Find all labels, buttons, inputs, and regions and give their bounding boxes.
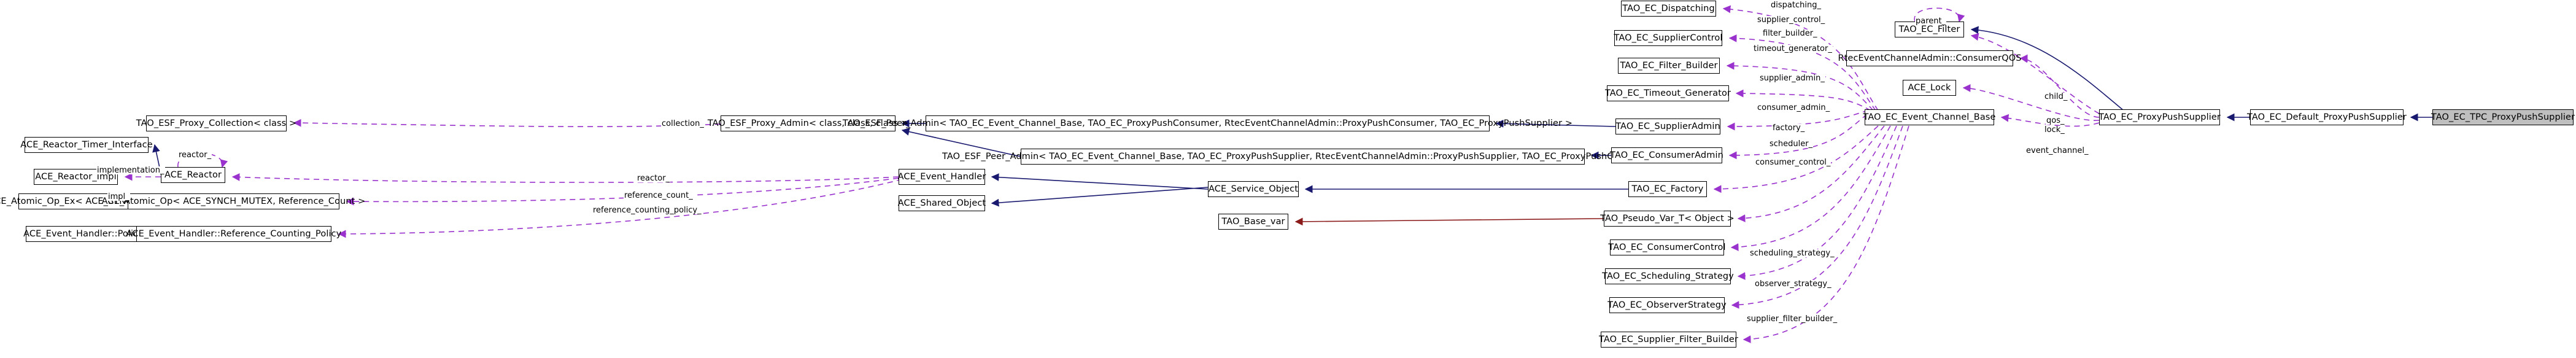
edge-label-supplier-filter-builder: supplier_filter_builder_ — [1746, 314, 1838, 324]
class-node-ace-service-object[interactable]: ACE_Service_Object — [1208, 181, 1299, 197]
edge-label-observer-strategy: observer_strategy_ — [1754, 279, 1832, 289]
edge-label-event-channel: event_channel_ — [2025, 146, 2089, 155]
class-node-ace-event-handler-policy[interactable]: ACE_Event_Handler::Policy — [23, 226, 144, 242]
edge-label-scheduler: scheduler_ — [1769, 139, 1814, 149]
class-node-tao-ec-tpc-proxypushsupplier[interactable]: TAO_EC_TPC_ProxyPushSupplier — [2431, 109, 2575, 125]
class-node-tao-base-var[interactable]: TAO_Base_var — [1218, 214, 1288, 230]
class-node-tao-ec-consumercontrol[interactable]: TAO_EC_ConsumerControl — [1608, 239, 1725, 255]
edge-label-impl: impl_ — [107, 192, 130, 201]
class-node-tao-esf-proxy-admin-class-class-class[interactable]: TAO_ESF_Proxy_Admin< class, class, class… — [708, 115, 908, 131]
template-edges — [1294, 217, 1604, 226]
edge-label-factory: factory_ — [1772, 123, 1806, 133]
class-node-tao-ec-suppliercontrol[interactable]: TAO_EC_SupplierControl — [1614, 30, 1722, 46]
class-node-tao-pseudo-var-t-object[interactable]: TAO_Pseudo_Var_T< Object > — [1600, 211, 1735, 227]
class-node-tao-esf-proxy-collection-class[interactable]: TAO_ESF_Proxy_Collection< class > — [136, 115, 296, 131]
class-node-ace-event-handler[interactable]: ACE_Event_Handler — [898, 169, 986, 185]
class-node-ace-reactor-timer-interface[interactable]: ACE_Reactor_Timer_Interface — [20, 137, 153, 153]
class-node-tao-ec-observerstrategy[interactable]: TAO_EC_ObserverStrategy — [1607, 297, 1727, 313]
edge-label-qos: qos_ — [2046, 116, 2065, 125]
class-node-tao-ec-scheduling-strategy[interactable]: TAO_EC_Scheduling_Strategy — [1602, 268, 1734, 284]
usage-edges — [124, 5, 2100, 343]
edge-label-reactor: reactor_ — [636, 174, 671, 183]
class-node-tao-ec-filter-builder[interactable]: TAO_EC_Filter_Builder — [1618, 58, 1720, 74]
edge-label-collection: collection_ — [661, 119, 705, 128]
edge-label-scheduling-strategy: scheduling_strategy_ — [1749, 249, 1835, 258]
class-node-ace-reactor[interactable]: ACE_Reactor — [161, 167, 225, 183]
class-node-tao-ec-factory[interactable]: TAO_EC_Factory — [1628, 181, 1707, 197]
edge-label-reference-count: reference_count_ — [624, 191, 694, 200]
class-node-ace-lock[interactable]: ACE_Lock — [1903, 80, 1956, 96]
edge-label-supplier-control: supplier_control_ — [1757, 15, 1826, 25]
class-node-tao-ec-consumeradmin[interactable]: TAO_EC_ConsumerAdmin — [1610, 147, 1723, 163]
class-node-ace-shared-object[interactable]: ACE_Shared_Object — [898, 195, 986, 211]
inheritance-edges — [135, 26, 2432, 238]
edge-label-child: child_ — [2044, 92, 2068, 101]
edge-label-supplier-admin: supplier_admin_ — [1759, 74, 1825, 83]
class-node-tao-ec-supplieradmin[interactable]: TAO_EC_SupplierAdmin — [1615, 119, 1720, 134]
class-node-rteceventchanneladmin-consumerqos[interactable]: RtecEventChannelAdmin::ConsumerQOS — [1838, 50, 2021, 66]
edge-label-dispatching: dispatching_ — [1770, 1, 1822, 10]
class-node-ace-event-handler-reference-counting-policy[interactable]: ACE_Event_Handler::Reference_Counting_Po… — [126, 226, 341, 242]
edge-label-implementation: implementation_ — [96, 166, 165, 175]
edge-label-timeout-generator: timeout_generator_ — [1753, 44, 1833, 53]
edge-label-lock: lock_ — [2044, 125, 2065, 134]
edge-label-consumer-control: consumer_control_ — [1755, 158, 1831, 167]
edge-label-consumer-admin: consumer_admin_ — [1757, 103, 1831, 112]
class-node-tao-esf-peer-admin-tao-ec-event-channel-base-tao-ec-proxypushconsumer-rteceventchanneladmin-proxypushconsumer-tao-ec-proxypushsupplier[interactable]: TAO_ESF_Peer_Admin< TAO_EC_Event_Channel… — [843, 115, 1572, 131]
class-node-tao-ec-default-proxypushsupplier[interactable]: TAO_EC_Default_ProxyPushSupplier — [2247, 109, 2407, 125]
edge-label-parent: parent_ — [1915, 17, 1947, 26]
edge-label-reactor: reactor_ — [178, 150, 212, 160]
class-node-tao-ec-timeout-generator[interactable]: TAO_EC_Timeout_Generator — [1605, 85, 1731, 101]
class-node-tao-esf-peer-admin-tao-ec-event-channel-base-tao-ec-proxypushsupplier-rteceventchanneladmin-proxypushsupplier-tao-ec-proxypushconsumer[interactable]: TAO_ESF_Peer_Admin< TAO_EC_Event_Channel… — [942, 149, 1663, 165]
class-node-tao-ec-event-channel-base[interactable]: TAO_EC_Event_Channel_Base — [1863, 109, 1995, 125]
class-node-ace-atomic-op-ace-synch-mutex-reference-count[interactable]: ACE_Atomic_Op< ACE_SYNCH_MUTEX, Referenc… — [102, 193, 365, 209]
edge-label-filter-builder: filter_builder_ — [1762, 29, 1818, 38]
class-node-tao-ec-proxypushsupplier[interactable]: TAO_EC_ProxyPushSupplier — [2098, 109, 2221, 125]
class-node-ace-reactor-impl[interactable]: ACE_Reactor_Impl — [34, 169, 118, 185]
class-node-tao-ec-supplier-filter-builder[interactable]: TAO_EC_Supplier_Filter_Builder — [1599, 332, 1738, 348]
edge-label-reference-counting-policy: reference_counting_policy_ — [592, 206, 702, 215]
class-node-tao-ec-dispatching[interactable]: TAO_EC_Dispatching — [1621, 1, 1716, 17]
